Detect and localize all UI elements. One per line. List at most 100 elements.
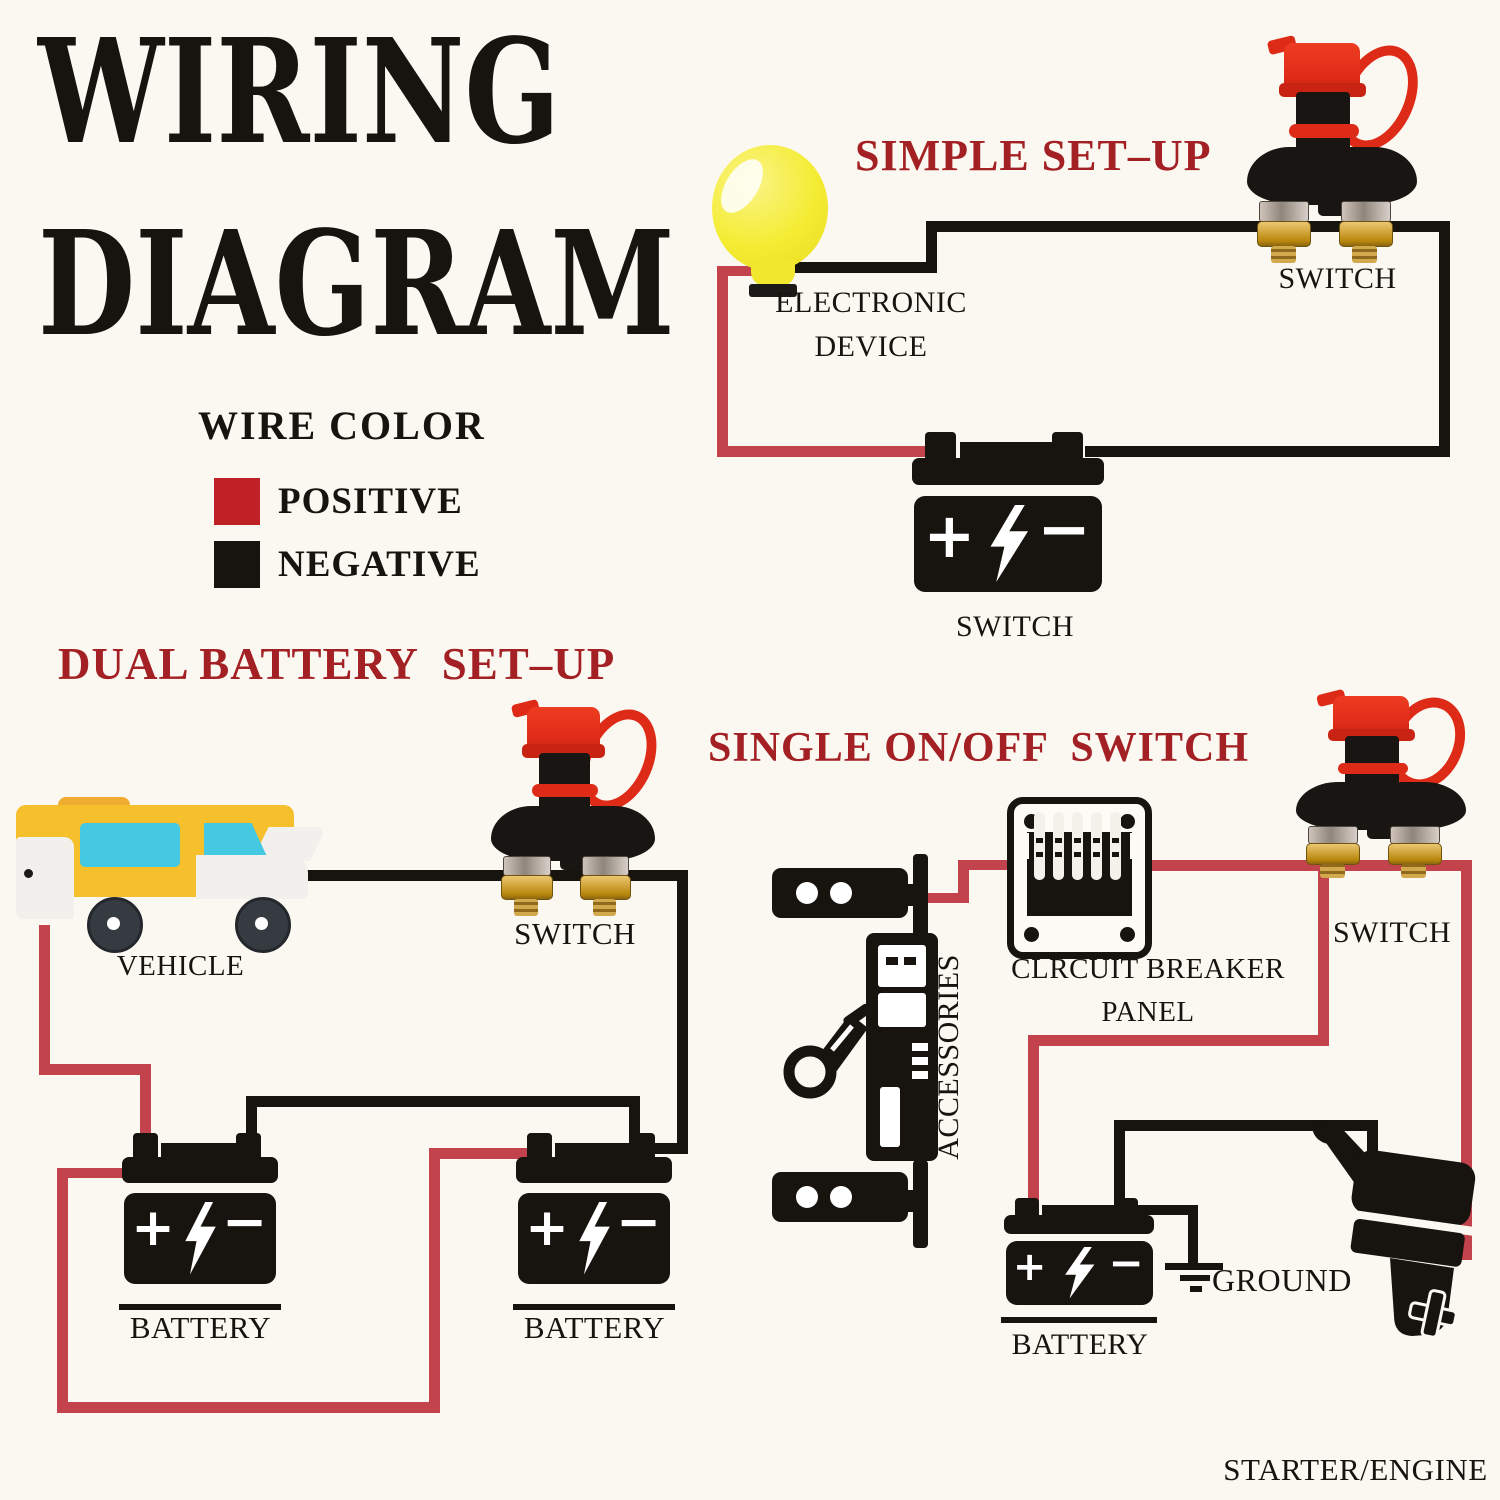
wire-negative-bulb xyxy=(783,262,933,273)
wire-positive-vehicle-down xyxy=(39,925,50,1075)
battery-terminal-negative xyxy=(1113,1198,1138,1218)
circuit-breaker-panel-icon xyxy=(1007,797,1152,959)
dual-battery-title: DUAL BATTERY SET–UP xyxy=(58,639,616,689)
wire-negative-bulb-jog xyxy=(926,221,937,273)
accessory-bracket-stub-top xyxy=(902,884,916,906)
wire-negative-ground-over xyxy=(1120,1205,1198,1215)
battery-terminal-negative xyxy=(629,1133,655,1161)
legend-negative-label: NEGATIVE xyxy=(278,544,481,585)
switch-tether-ring xyxy=(1289,124,1359,139)
legend-negative-swatch xyxy=(214,541,260,588)
wire-negative-simple-right xyxy=(1439,221,1450,457)
vehicle-cab xyxy=(196,855,308,899)
battery-terminal-positive xyxy=(132,1133,158,1161)
switch-base xyxy=(491,805,655,871)
battery-body: + − xyxy=(123,1192,277,1284)
battery-cap xyxy=(1004,1215,1154,1234)
disconnect-switch-photo-simple xyxy=(1243,32,1434,268)
switch-neck xyxy=(1345,736,1399,788)
battery-body: + − xyxy=(517,1189,671,1284)
wire-positive-simple-bottom xyxy=(717,446,949,457)
ground-symbol-bar1 xyxy=(1165,1263,1223,1270)
switch-base xyxy=(1295,782,1467,839)
ground-label: GROUND xyxy=(1212,1262,1352,1298)
wire-positive-batt1-left xyxy=(57,1168,145,1178)
accessory-switch-panel-top xyxy=(772,868,908,918)
wire-positive-dual-bottom xyxy=(57,1402,440,1413)
bulb-neck xyxy=(751,260,795,286)
wire-negative-simple-bottom xyxy=(1085,446,1450,457)
lightning-bolt-icon xyxy=(579,1202,610,1275)
battery-minus-symbol: − xyxy=(1108,1237,1144,1287)
light-bulb-icon xyxy=(710,140,835,300)
dual-battery-left-label: BATTERY xyxy=(129,1310,272,1345)
switch-terminal-right xyxy=(1338,200,1393,264)
ground-symbol-bar3 xyxy=(1190,1286,1202,1292)
legend-positive-swatch xyxy=(214,478,260,525)
battery-minus-symbol: − xyxy=(616,1189,662,1253)
starter-engine-label: STARTER/ENGINE xyxy=(1223,1452,1488,1487)
accessories-label: ACCESSORIES xyxy=(932,954,965,1160)
battery-icon-dual-left: + − xyxy=(118,1133,282,1310)
switch-cap xyxy=(1327,695,1415,741)
single-battery-label: BATTERY xyxy=(1011,1328,1149,1361)
battery-plus-symbol: + xyxy=(1012,1243,1047,1290)
switch-cap xyxy=(521,706,606,759)
wire-negative-batt2-down xyxy=(629,1096,640,1146)
simple-battery-label: SWITCH xyxy=(956,610,1074,643)
wire-positive-switch-right-down xyxy=(1461,860,1472,1260)
switch-neck xyxy=(1296,91,1350,155)
battery-base-line xyxy=(1001,1317,1157,1324)
wire-positive-dual-rise xyxy=(429,1148,440,1413)
battery-cap xyxy=(122,1157,278,1184)
simple-setup-title: SIMPLE SET–UP xyxy=(855,131,1212,180)
wire-positive-batt2-in xyxy=(429,1148,549,1159)
vehicle-rear-door xyxy=(16,837,74,919)
vehicle-front-wheel xyxy=(235,897,291,953)
single-onoff-title: SINGLE ON/OFF SWITCH xyxy=(708,725,1250,771)
breaker-panel-label-line2: PANEL xyxy=(1101,996,1195,1028)
dual-switch-label: SWITCH xyxy=(514,916,636,951)
stereo-head-unit-icon xyxy=(866,933,938,1161)
breaker-toggle xyxy=(1034,812,1045,880)
disconnect-switch-photo-single xyxy=(1292,684,1480,882)
vehicle-door-handle xyxy=(24,869,33,878)
lightning-bolt-icon xyxy=(1064,1246,1095,1299)
switch-tether-ring xyxy=(1338,762,1408,775)
accessory-switch-panel-bottom xyxy=(772,1172,908,1222)
switch-cap xyxy=(1278,42,1366,98)
starter-engine-icon xyxy=(1312,1120,1476,1339)
wire-negative-batt-engine xyxy=(1114,1120,1378,1131)
wire-positive-switch-left-down xyxy=(1318,860,1329,1046)
battery-plus-symbol: + xyxy=(525,1198,569,1258)
horn-icon xyxy=(783,1003,872,1099)
battery-terminal-negative xyxy=(1052,432,1083,462)
battery-minus-symbol: − xyxy=(1037,492,1091,567)
battery-cap xyxy=(516,1157,672,1184)
accessory-bracket-top xyxy=(913,854,928,942)
wire-positive-bulb xyxy=(717,266,773,276)
switch-tether-ring xyxy=(532,783,599,797)
stereo-panel xyxy=(878,993,926,1027)
wire-positive-batt-down xyxy=(1028,1035,1039,1213)
lightning-bolt-icon xyxy=(185,1202,216,1275)
breaker-toggle xyxy=(1110,812,1121,880)
ground-symbol-bar2 xyxy=(1180,1275,1210,1281)
stereo-display xyxy=(878,945,926,987)
battery-cap xyxy=(912,457,1104,486)
wire-positive-batt1-drop xyxy=(140,1064,151,1144)
battery-icon-single: + − xyxy=(1001,1198,1157,1324)
wire-positive-acc-out xyxy=(923,893,969,903)
wire-positive-batt-over xyxy=(1028,1035,1329,1046)
page-title-line1: WIRING xyxy=(38,6,561,177)
switch-terminal-left xyxy=(1257,200,1311,264)
stereo-slot xyxy=(880,1087,900,1147)
wire-positive-to-panel xyxy=(958,860,1010,870)
breaker-toggle xyxy=(1053,812,1064,880)
wire-negative-batt1-up xyxy=(246,1096,257,1146)
lightning-bolt-icon xyxy=(990,505,1028,583)
simple-switch-label: SWITCH xyxy=(1278,262,1397,295)
accessory-bracket-stub-bottom xyxy=(902,1190,916,1212)
battery-terminal-positive xyxy=(526,1133,552,1161)
accessory-bracket-bottom xyxy=(913,1160,928,1248)
